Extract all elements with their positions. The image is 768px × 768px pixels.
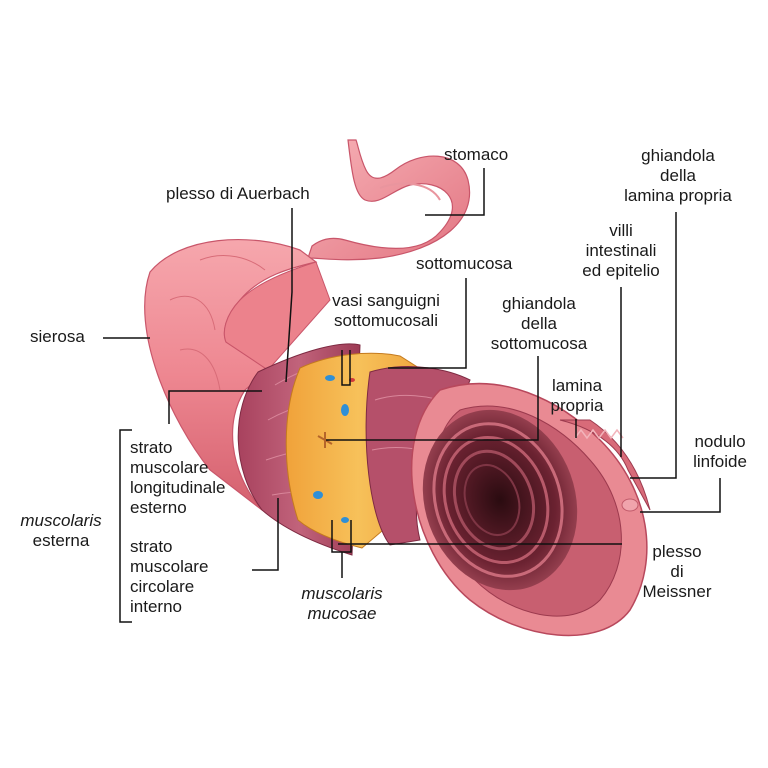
label-plesso-auerbach: plesso di Auerbach <box>166 184 310 203</box>
lumen-opening <box>410 382 648 637</box>
label-stomaco: stomaco <box>444 145 509 164</box>
label-nodulo-linfoide: nodulo linfoide <box>693 432 747 471</box>
label-strato-circolare: strato muscolare circolare interno <box>130 537 209 616</box>
label-lamina-propria: lamina propria <box>550 376 604 415</box>
label-sierosa: sierosa <box>30 327 85 346</box>
label-ghiandola-lamina-propria: ghiandola della lamina propria <box>624 146 732 205</box>
label-muscolaris-esterna: muscolaris esterna <box>20 511 102 550</box>
label-muscolaris-mucosae: muscolaris mucosae <box>301 584 383 623</box>
cut-wall-edge <box>559 419 651 512</box>
label-plesso-meissner: plesso di Meissner <box>642 542 712 601</box>
label-sottomucosa: sottomucosa <box>416 254 513 273</box>
leader-lines <box>103 168 721 623</box>
label-vasi-sanguigni: vasi sanguigni sottomucosali <box>332 291 440 330</box>
label-ghiandola-sottomucosa: ghiandola della sottomucosa <box>490 294 588 353</box>
serosa-tube <box>144 238 331 511</box>
label-villi-intestinali: villi intestinali ed epitelio <box>582 221 660 280</box>
label-strato-longitudinale: strato muscolare longitudinale esterno <box>130 438 226 517</box>
